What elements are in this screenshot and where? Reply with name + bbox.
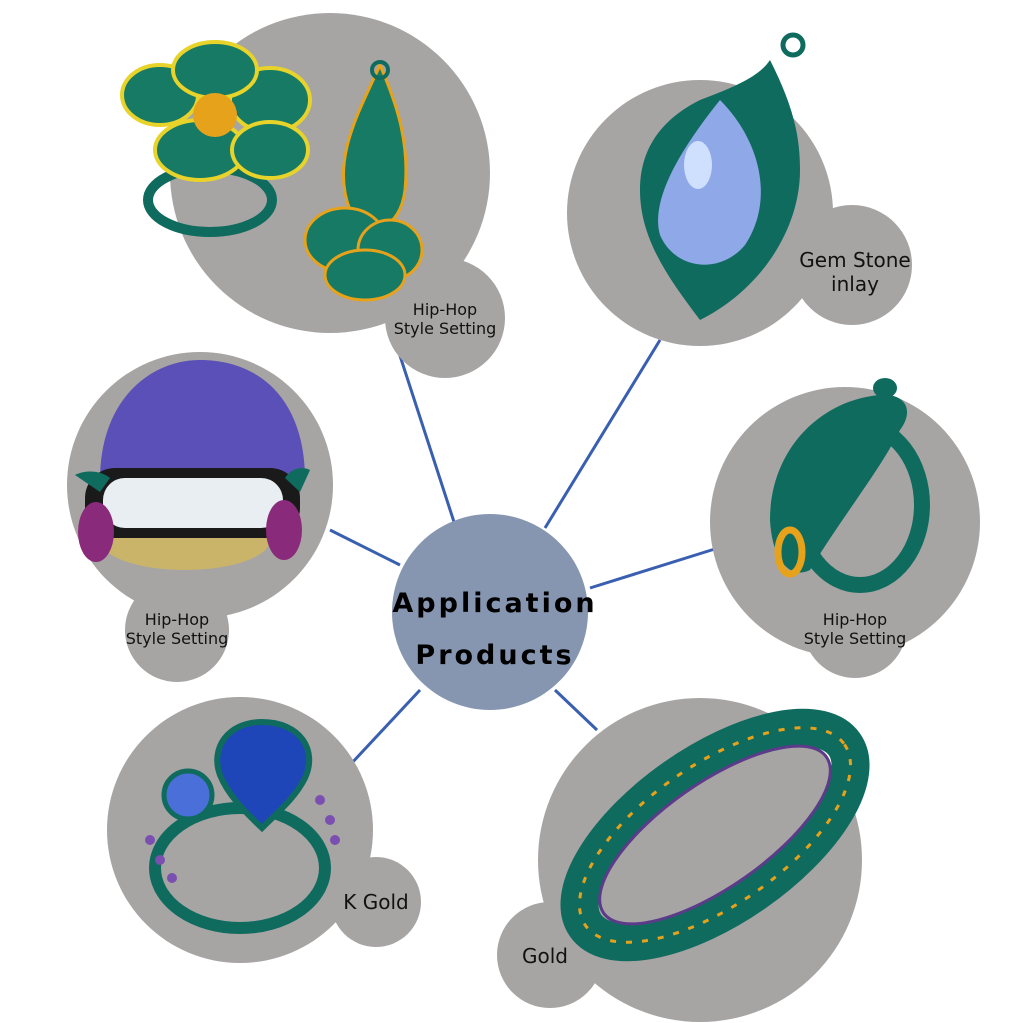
product-label: Gold <box>522 944 568 968</box>
center-title-line-2: Products <box>415 640 575 671</box>
filigree-bangle-icon <box>560 708 870 962</box>
animal-head-ring-icon <box>770 378 930 593</box>
connector-line <box>348 688 422 767</box>
center-hub <box>392 514 588 710</box>
two-stone-ring-icon <box>145 718 340 934</box>
product-label: Hip-Hop Style Setting <box>803 610 907 649</box>
flower-ring-and-pendant-icon <box>120 40 424 302</box>
product-label: Hip-Hop Style Setting <box>393 300 497 339</box>
connector-line <box>329 528 401 567</box>
teardrop-gem-pendant-icon <box>640 32 806 320</box>
helmet-pendant-icon <box>75 360 310 570</box>
connector-line <box>589 546 719 590</box>
center-title-line-1: Application <box>392 588 598 619</box>
connector-line <box>543 339 662 529</box>
product-label: K Gold <box>343 890 409 914</box>
center-title: Application Products <box>370 578 620 682</box>
product-label: Hip-Hop Style Setting <box>125 610 229 649</box>
connector-line <box>553 688 599 732</box>
product-label: Gem Stone inlay <box>799 248 911 296</box>
